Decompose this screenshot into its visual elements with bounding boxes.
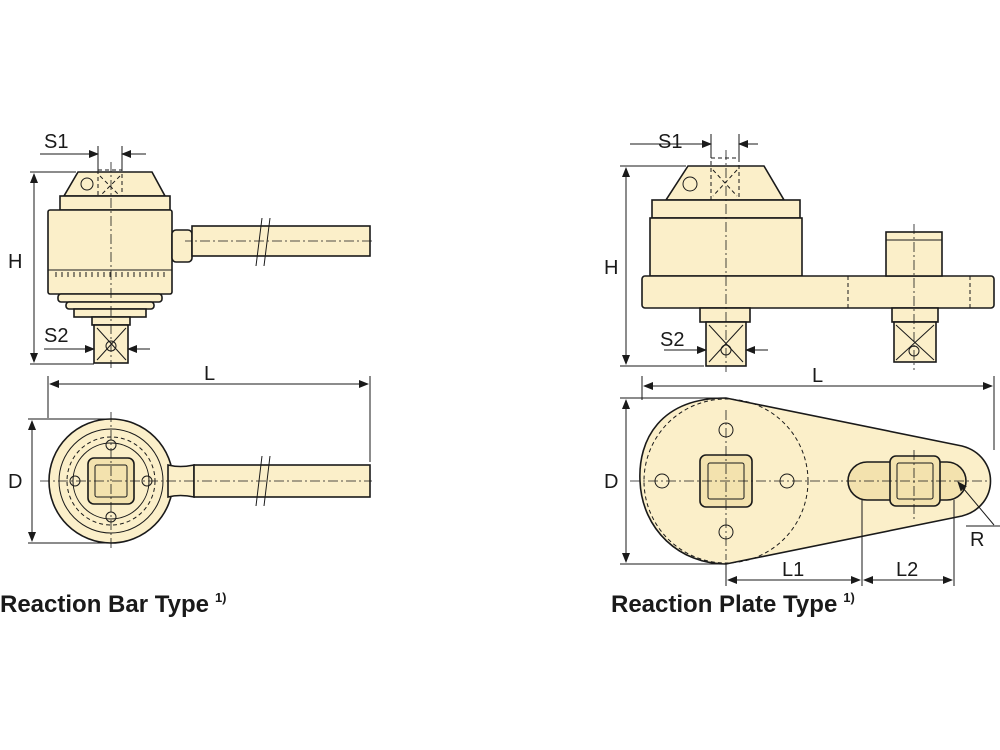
reaction-bar-dimensions (28, 146, 371, 544)
label-s2-plate: S2 (660, 329, 684, 351)
label-l: L (204, 363, 215, 385)
label-h-plate: H (604, 257, 618, 279)
label-l1: L1 (782, 559, 804, 581)
label-h: H (8, 251, 22, 273)
label-s1: S1 (44, 131, 68, 153)
label-d-plate: D (604, 471, 618, 493)
reaction-plate-top-view (630, 397, 992, 565)
label-s1-plate: S1 (658, 131, 682, 153)
label-d: D (8, 471, 22, 493)
reaction-plate-dimensions (620, 134, 1000, 586)
reaction-bar-top-view (40, 412, 372, 550)
label-l2: L2 (896, 559, 918, 581)
reaction-bar-side-view (47, 162, 372, 368)
label-l-plate: L (812, 365, 823, 387)
reaction-plate-side-view (641, 150, 995, 372)
label-s2: S2 (44, 325, 68, 347)
label-r: R (970, 529, 984, 551)
